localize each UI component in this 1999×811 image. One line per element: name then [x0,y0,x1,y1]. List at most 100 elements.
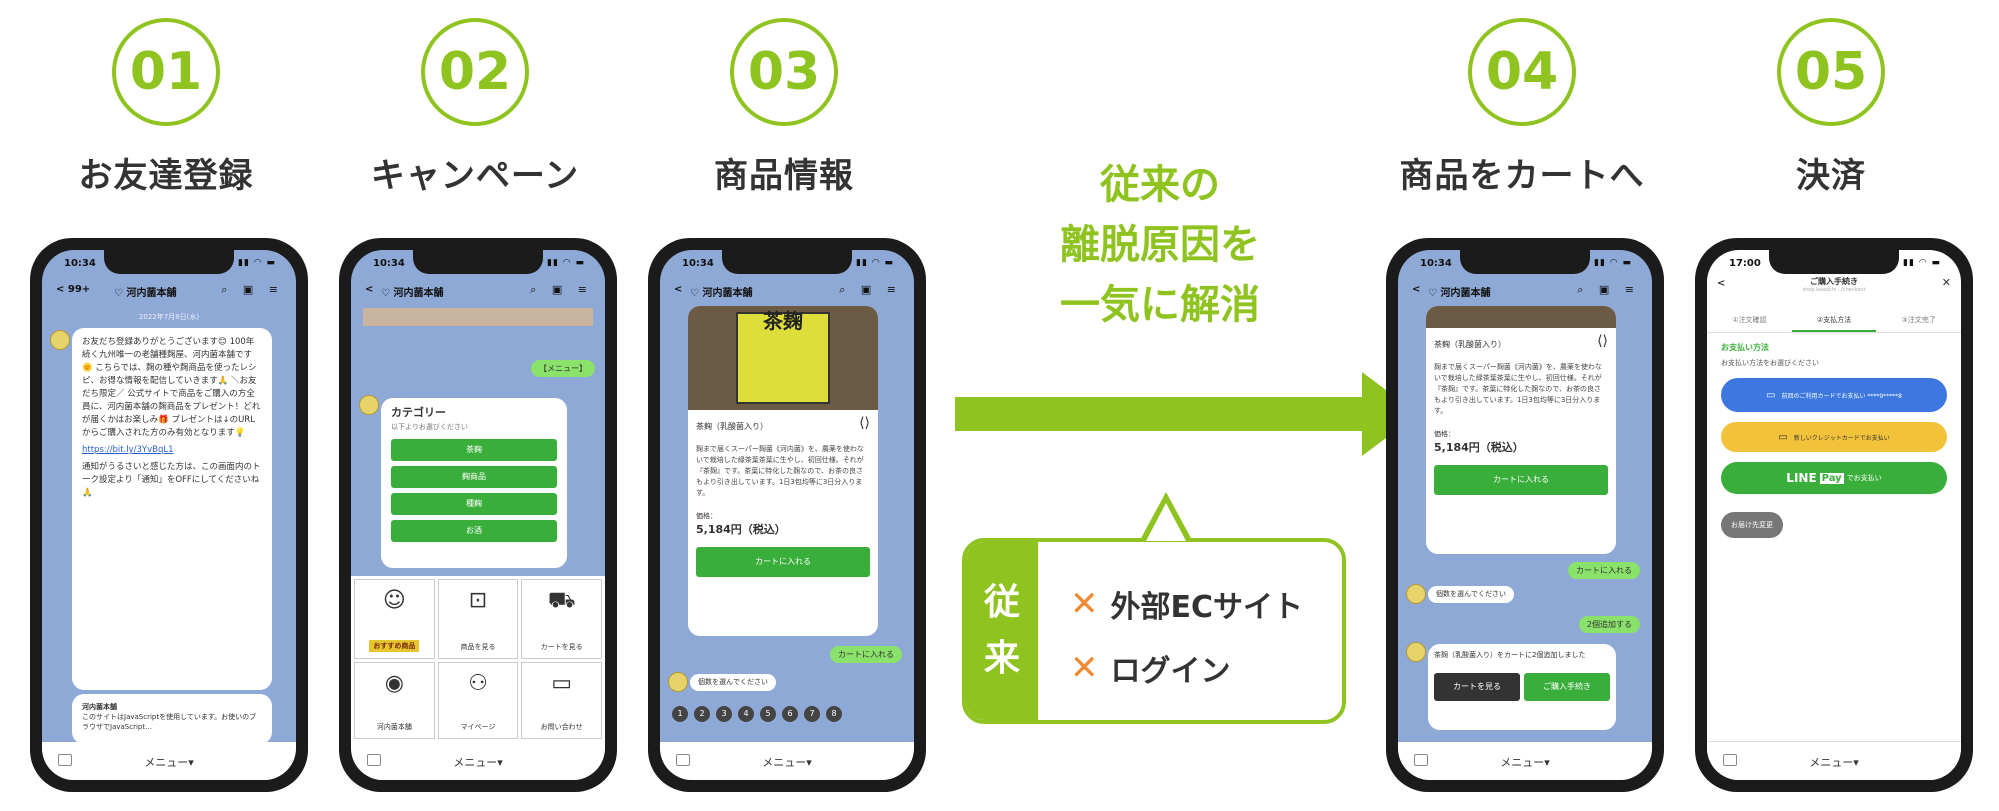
cart-icon: ⛟ [547,588,576,613]
keyboard-icon[interactable] [58,754,72,766]
callout-item-label: 外部ECサイト [1110,590,1304,625]
add-to-cart-button[interactable]: カートに入れる [696,547,870,577]
category-button[interactable]: 茶麹 [391,439,557,461]
header-icons[interactable]: ⌕ ▣ ≡ [1577,283,1640,296]
message-link[interactable]: https://bit.ly/3YvBqL1 [82,445,174,455]
close-button[interactable]: ✕ [1941,276,1951,289]
view-cart-button[interactable]: カートを見る [1434,673,1520,701]
center-line-3: 一気に解消 [1060,282,1260,328]
header-icons[interactable]: ⌕ ▣ ≡ [839,283,902,296]
status-bar: 17:00 ▮▮ ◠ ▬ [1707,250,1961,276]
callout-pointer-inner [1146,503,1186,541]
keyboard-icon[interactable] [367,754,381,766]
user-message: カートに入れる [830,646,902,663]
quantity-option[interactable]: 6 [782,706,798,722]
step-number-circle: 01 [112,18,220,126]
back-button[interactable]: < [1717,278,1726,289]
callout-item-label: ログイン [1110,654,1231,689]
bottom-menu-bar: メニュー▾ [351,742,605,780]
step-title: 商品情報 [714,156,854,196]
status-time: 10:34 [64,258,96,269]
step-title: キャンペーン [370,156,580,196]
checkout-button[interactable]: ご購入手続き [1524,673,1610,701]
phone-5-payment: 17:00 ▮▮ ◠ ▬ < ご購入手続き shop.kawachi.../ch… [1695,238,1973,792]
category-subtitle: 以下よりお選びください [391,423,468,431]
checkout-header: < ご購入手続き shop.kawachi.../checkout ✕ [1707,276,1961,302]
step-title: お友達登録 [78,156,254,196]
share-icon[interactable]: ⟨⟩ [859,415,870,431]
tab-complete[interactable]: ③注文完了 [1901,316,1936,324]
status-time: 17:00 [1729,258,1761,269]
price-label: 価格： [1434,430,1455,438]
payment-instructions: お支払い方法をお選びください [1721,359,1819,367]
message-text: お友だち登録ありがとうございます😊 100年続く九州唯一の老舗種麹屋、河内菌本舗… [82,337,261,438]
category-button[interactable]: 種麹 [391,493,557,515]
category-button[interactable]: お酒 [391,520,557,542]
header-icons[interactable]: ⌕ ▣ ≡ [221,283,284,296]
rich-menu-label: 商品を見る [460,642,496,651]
signal-icon: ▮▮ ◠ ▬ [547,258,585,268]
payment-section-title: お支払い方法 [1721,343,1769,352]
phone-notch [722,250,852,274]
rich-menu-item-recommend[interactable]: ☺ おすすめ商品 [354,579,435,659]
header-icons[interactable]: ⌕ ▣ ≡ [530,283,593,296]
back-button[interactable]: < [365,284,374,295]
rich-menu-toggle[interactable]: メニュー▾ [1809,756,1859,769]
keyboard-icon[interactable] [1414,754,1428,766]
tab-payment[interactable]: ②支払方法 [1791,310,1877,332]
user-icon: ⚇ [468,670,488,696]
step-3: 03 商品情報 [634,0,934,197]
rich-menu-item-cart[interactable]: ⛟ カートを見る [521,579,602,659]
quantity-option[interactable]: 7 [804,706,820,722]
rich-menu-label: マイページ [460,723,496,731]
rich-menu-toggle[interactable]: メニュー▾ [144,756,194,769]
center-line-2: 離脱原因を [1060,222,1260,268]
callout-tab: 従 来 [966,542,1038,720]
step-title: 商品をカートへ [1399,156,1645,196]
rich-menu-label: お問い合わせ [540,723,583,731]
rich-menu-item-mypage[interactable]: ⚇ マイページ [437,661,519,739]
back-button[interactable]: < 99+ [56,284,91,295]
pay-new-card-button[interactable]: ▭ 新しいクレジットカードでお支払い [1721,422,1947,452]
rich-menu-item-home[interactable]: ◉ 河内菌本舗 [354,661,435,739]
phone-screen: 10:34 ▮▮ ◠ ▬ < ♡ 河内菌本舗 ⌕ ▣ ≡ 茶麹（乳酸菌入り） ⟨… [1398,250,1652,780]
back-button[interactable]: < [1412,284,1421,295]
rich-menu-toggle[interactable]: メニュー▾ [1500,756,1550,769]
back-button[interactable]: < [674,284,683,295]
step-title: 決済 [1796,156,1866,196]
rich-menu-item-contact[interactable]: ▭ お問い合わせ [521,661,602,739]
product-body: 茶麹（乳酸菌入り） ⟨⟩ 麹まで届くスーパー麹菌《河内菌》を、農薬を使わないで栽… [688,410,878,577]
line-pay-button[interactable]: LINE Pay でお支払い [1721,462,1947,494]
quantity-option[interactable]: 3 [716,706,732,722]
cross-icon: ✕ [1070,584,1099,624]
category-card: カテゴリー 以下よりお選びください 茶麹 麹商品 種麹 お酒 [381,398,567,568]
package-label: 茶麹 [763,309,803,333]
add-to-cart-button[interactable]: カートに入れる [1434,465,1608,495]
quantity-option[interactable]: 5 [760,706,776,722]
quantity-option[interactable]: 4 [738,706,754,722]
keyboard-icon[interactable] [1723,754,1737,766]
tab-order-confirm[interactable]: ①注文確認 [1732,316,1767,324]
chat-header: < 99+ ♡ 河内菌本舗 ⌕ ▣ ≡ [42,276,296,306]
change-address-button[interactable]: お届け先変更 [1721,512,1783,538]
quantity-option[interactable]: 8 [826,706,842,722]
quantity-option[interactable]: 1 [672,706,688,722]
keyboard-icon[interactable] [676,754,690,766]
avatar [668,672,688,692]
phone-notch [413,250,543,274]
rich-menu-item-products[interactable]: ⊡ 商品を見る [437,579,519,659]
quantity-option[interactable]: 2 [694,706,710,722]
bottom-menu-bar: メニュー▾ [1707,741,1961,780]
chat-account-name: ♡ 河内菌本舗 [381,288,444,299]
share-icon[interactable]: ⟨⟩ [1597,333,1608,349]
phone-screen: 10:34 ▮▮ ◠ ▬ < ♡ 河内菌本舗 ⌕ ▣ ≡ 茶麹 茶麹（乳酸菌入り… [660,250,914,780]
pay-saved-card-button[interactable]: ▭ 前回のご利用カードでお支払い ****9*****8 [1721,378,1947,412]
phone-notch [1460,250,1590,274]
quantity-selector: 1 2 3 4 5 6 7 8 [672,706,842,722]
category-button[interactable]: 麹商品 [391,466,557,488]
rich-menu-toggle[interactable]: メニュー▾ [762,756,812,769]
card-icon: ▭ [1766,389,1776,401]
chat-header: < ♡ 河内菌本舗 ⌕ ▣ ≡ [660,276,914,306]
rich-menu-toggle[interactable]: メニュー▾ [453,756,503,769]
link-preview-card[interactable]: 河内菌本舗 このサイトはJavaScriptを使用しています。お使いのブラウザで… [72,694,272,744]
